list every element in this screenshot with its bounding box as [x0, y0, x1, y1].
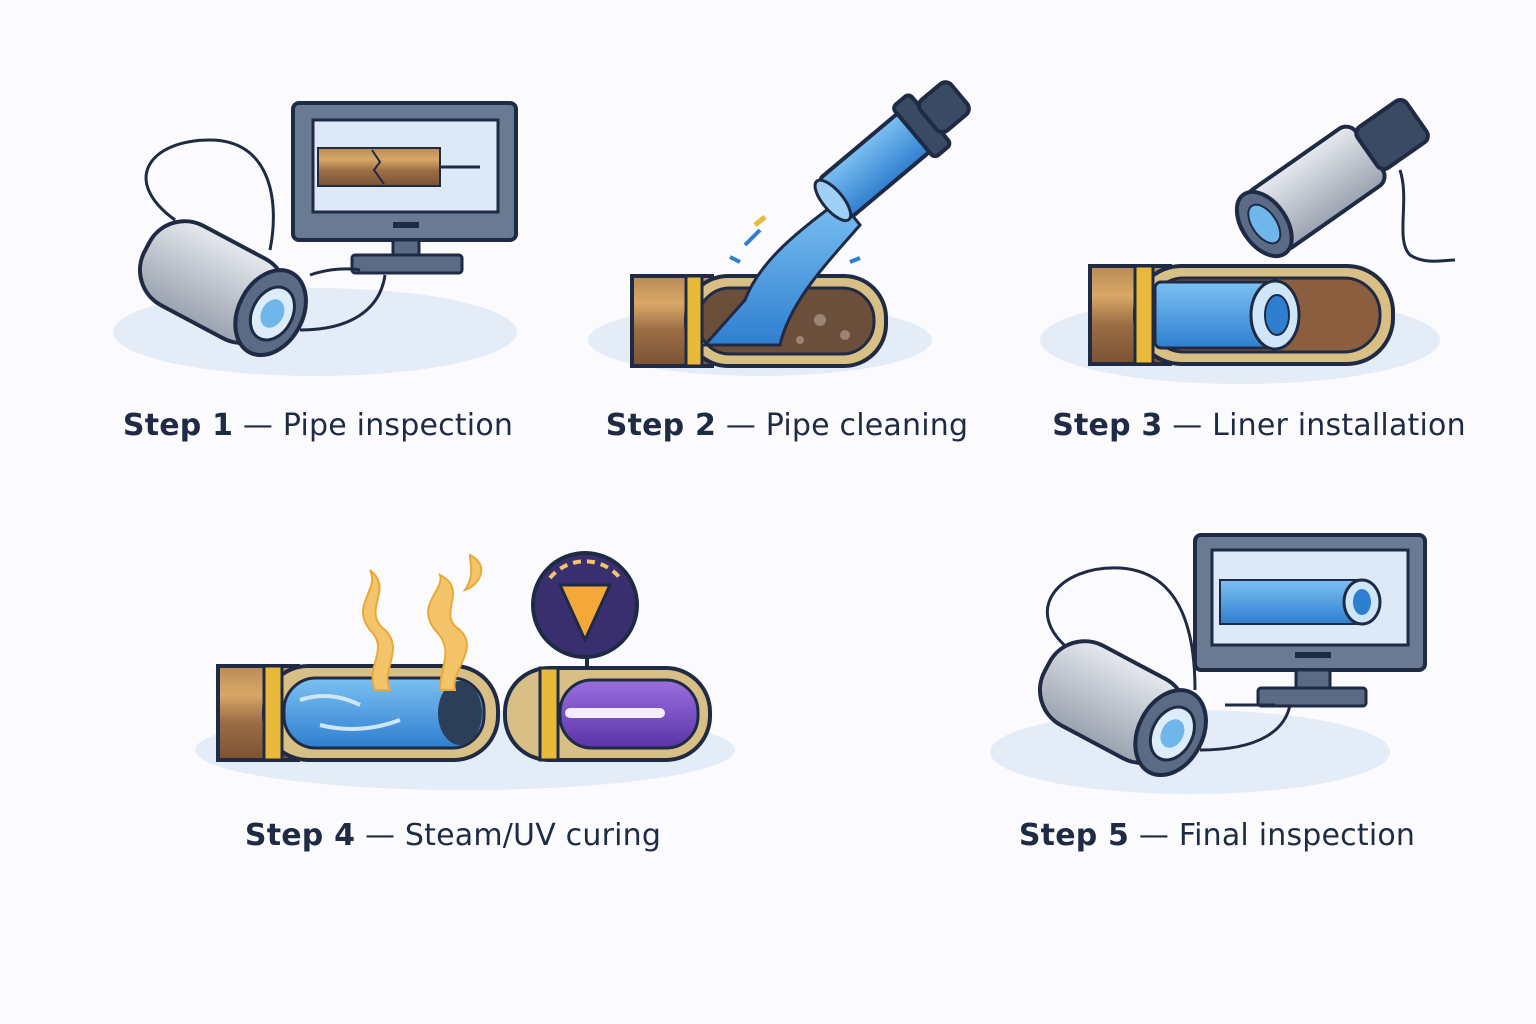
step3-label: Step 3 — Liner installation	[1052, 408, 1466, 443]
step2-illustration	[588, 80, 971, 376]
step-caption: — Pipe cleaning	[725, 408, 969, 443]
step-number: Step 5	[1018, 818, 1130, 853]
step3-illustration	[1040, 97, 1456, 384]
step1-illustration	[113, 101, 518, 376]
step1-label: Step 1 — Pipe inspection	[123, 408, 513, 443]
camera-icon	[1234, 97, 1430, 259]
step5-illustration	[990, 533, 1427, 794]
step-number: Step 4	[244, 818, 356, 853]
gauge-icon	[531, 551, 639, 659]
camera-icon	[1037, 639, 1208, 778]
step-number: Step 2	[605, 408, 717, 443]
step-caption: — Steam/UV curing	[364, 818, 662, 853]
nozzle-icon	[813, 80, 971, 223]
steam-icon	[362, 553, 483, 691]
step4-illustration	[195, 551, 735, 790]
step-number: Step 3	[1052, 408, 1163, 443]
step5-label: Step 5 — Final inspection	[1019, 818, 1415, 853]
step-caption: — Pipe inspection	[242, 408, 514, 443]
step-number: Step 1	[122, 408, 234, 443]
monitor-icon	[291, 101, 518, 275]
step-caption: — Liner installation	[1172, 408, 1466, 443]
camera-icon	[137, 219, 308, 358]
step4-label: Step 4 — Steam/UV curing	[245, 818, 661, 853]
step2-label: Step 2 — Pipe cleaning	[606, 408, 968, 443]
step-caption: — Final inspection	[1138, 818, 1416, 853]
monitor-icon	[1193, 533, 1427, 708]
